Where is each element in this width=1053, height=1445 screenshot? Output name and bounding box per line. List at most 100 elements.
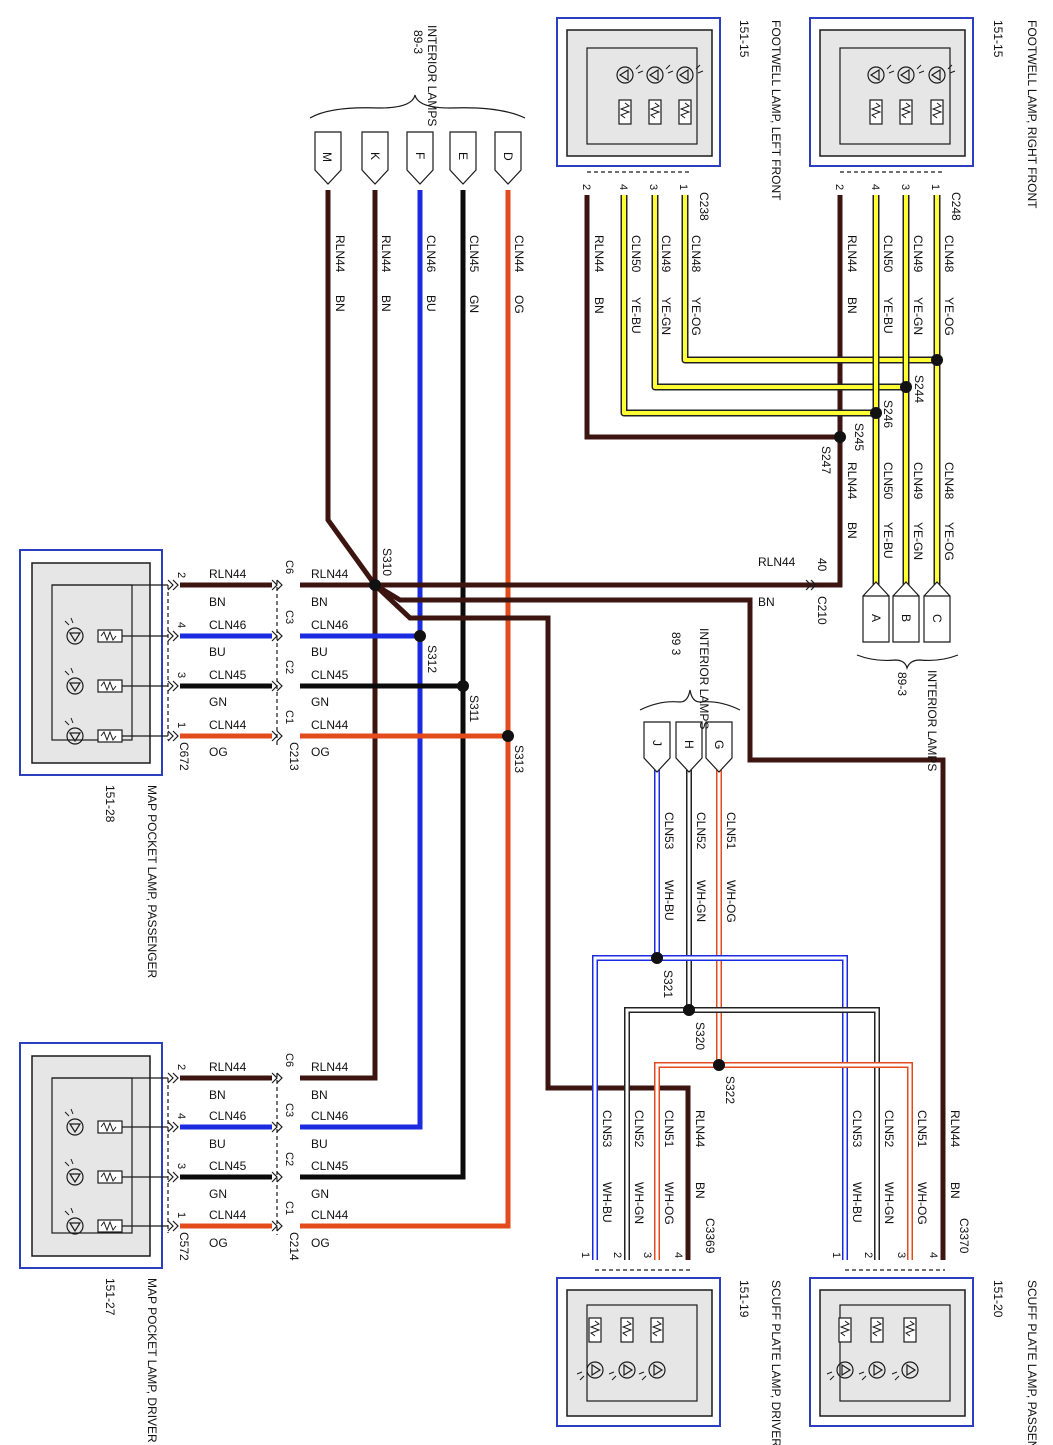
tag-label-h: H [682, 740, 696, 749]
diagram-label: CLN48 [942, 462, 956, 500]
map-pocket-lamp-driver: 2 4 3 1 C572 MAP POCKET LAMP, DRIVER 151… [19, 1042, 247, 1443]
diagram-label: CLN50 [881, 462, 895, 500]
diagram-label: CLN51 [724, 812, 738, 850]
diagram-label: BU [209, 645, 226, 659]
diagram-label: C572 [177, 1232, 191, 1261]
diagram-label: OG [209, 745, 228, 759]
tag-f [406, 131, 434, 185]
label-cln44-d: CLN44 [512, 235, 526, 273]
tag-label-k: K [368, 152, 382, 160]
diagram-label: WH-GN [694, 880, 708, 922]
diagram-label: 4 [869, 184, 881, 190]
diagram-label: BN [311, 595, 328, 609]
diagram-label: RLN44 [311, 1060, 349, 1074]
interior-top-label: INTERIOR LAMPS [425, 25, 439, 126]
label-bn-k: BN [379, 295, 393, 312]
inline-connector-c213: C6 C3 C2 C1 C213 RLN44 BN CLN46 BU CLN45… [271, 548, 526, 773]
label-cln45-e: CLN45 [467, 235, 481, 273]
diagram-label: OG [209, 1236, 228, 1250]
splice-s322 [713, 1059, 725, 1071]
label-bu-f: BU [424, 295, 438, 312]
diagram-label: WH-OG [915, 1182, 929, 1225]
diagram-label: WH-GN [882, 1182, 896, 1224]
splice-s244 [931, 354, 943, 366]
wire-cln44-d [300, 190, 511, 1229]
diagram-label: 1 [929, 184, 941, 190]
interior-lamps-right: A B C INTERIOR LAMPS 89-3 [856, 581, 959, 771]
splice-s247 [834, 431, 846, 443]
map-driver-ref: 151-27 [103, 1278, 117, 1316]
diagram-label: 1 [677, 184, 689, 190]
splice-s312 [414, 630, 426, 642]
label-gn-e: GN [467, 295, 481, 313]
tag-label-e: E [456, 152, 470, 160]
diagram-label: S246 [881, 400, 895, 428]
footwell-right-label: FOOTWELL LAMP, RIGHT FRONT [1025, 20, 1039, 209]
diagram-label: S321 [661, 970, 675, 998]
diagram-label: YE-GN [911, 297, 925, 335]
interior-lamps-mid: J H G INTERIOR LAMPS 89 3 CLN53 WH-BU CL… [639, 628, 741, 1104]
diagram-label: C210 [815, 596, 829, 625]
diagram-label: CLN46 [311, 618, 349, 632]
footwell-right-connector: C248 [949, 192, 963, 221]
diagram-label: C3 [283, 610, 295, 624]
tag-label-m: M [320, 152, 334, 162]
splice-s313 [502, 730, 514, 742]
diagram-label: CLN45 [311, 1159, 349, 1173]
diagram-label: 1 [830, 1252, 842, 1258]
diagram-label: 3 [175, 672, 187, 678]
tag-label-d: D [501, 152, 515, 161]
diagram-label: C1 [283, 1201, 295, 1215]
diagram-label: GN [209, 1187, 227, 1201]
diagram-label: RLN44 [948, 1110, 962, 1148]
tag-e [449, 131, 477, 185]
diagram-label: 2 [580, 184, 592, 190]
diagram-label: BN [209, 1088, 226, 1102]
diagram-label: S312 [425, 645, 439, 673]
diagram-label: 1 [175, 722, 187, 728]
diagram-label: CLN53 [600, 1110, 614, 1148]
tag-k [361, 131, 389, 185]
diagram-label: 2 [175, 1064, 187, 1070]
diagram-label: CLN51 [662, 1110, 676, 1148]
diagram-label: RLN44 [209, 1060, 247, 1074]
diagram-label: YE-BU [629, 297, 643, 334]
diagram-label: YE-GN [659, 297, 673, 335]
interior-right-label: INTERIOR LAMPS [925, 670, 939, 771]
footwell-lamp-right: FOOTWELL LAMP, RIGHT FRONT 151-15 C248 2… [809, 17, 1039, 561]
diagram-label: CLN44 [311, 1208, 349, 1222]
diagram-label: 4 [927, 1252, 939, 1258]
splice-s246-a [900, 381, 912, 393]
diagram-label: BN [592, 297, 606, 314]
diagram-label: 2 [175, 572, 187, 578]
diagram-label: 4 [175, 622, 187, 628]
diagram-label: WH-BU [662, 880, 676, 921]
scuff-passenger-label: SCUFF PLATE LAMP, PASSENGER [1025, 1280, 1039, 1445]
diagram-label: WH-OG [662, 1182, 676, 1225]
footwell-left-label: FOOTWELL LAMP, LEFT FRONT [769, 20, 783, 201]
tag-label-f: F [413, 152, 427, 159]
diagram-label: YE-OG [942, 522, 956, 561]
diagram-label: GN [311, 1187, 329, 1201]
scuff-driver-label: SCUFF PLATE LAMP, DRIVER [769, 1280, 783, 1445]
diagram-label: CLN52 [632, 1110, 646, 1148]
map-passenger-label: MAP POCKET LAMP, PASSENGER [145, 785, 159, 979]
diagram-label: CLN48 [689, 235, 703, 273]
diagram-label: YE-BU [881, 297, 895, 334]
diagram-label: C3369 [703, 1218, 717, 1254]
diagram-label: CLN44 [209, 718, 247, 732]
interior-mid-label: INTERIOR LAMPS [697, 628, 711, 729]
diagram-label: BN [845, 522, 859, 539]
label-rln44-c210: RLN44 [758, 555, 796, 569]
wire-rln44-k [300, 190, 378, 1081]
map-passenger-ref: 151-28 [103, 785, 117, 823]
wire-rln44-m [325, 190, 378, 587]
diagram-label: GN [209, 695, 227, 709]
diagram-label: CLN50 [629, 235, 643, 273]
diagram-label: RLN44 [693, 1110, 707, 1148]
diagram-label: C2 [283, 1152, 295, 1166]
diagram-label: C3370 [957, 1218, 971, 1254]
diagram-label: BN [311, 1088, 328, 1102]
inline-connector-c214: C6 C3 C2 C1 C214 RLN44 BN CLN46 BU CLN45… [271, 1053, 349, 1261]
diagram-label: CLN53 [662, 812, 676, 850]
